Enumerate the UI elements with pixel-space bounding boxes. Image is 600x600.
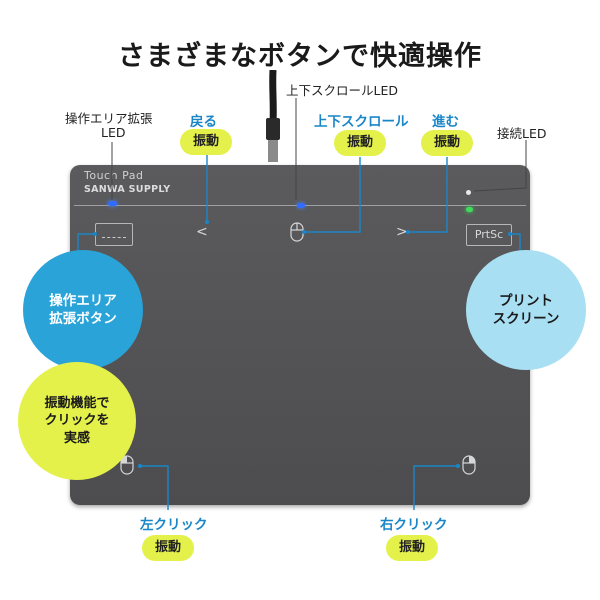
printscreen-circle-line1: プリント	[498, 292, 553, 309]
forward-vibration-badge: 振動	[421, 130, 473, 156]
area-led-label-2: LED	[101, 125, 126, 140]
scroll-led	[297, 203, 305, 208]
forward-icon[interactable]: >	[396, 224, 408, 240]
usb-cable	[266, 70, 280, 162]
right-click-label: 右クリック	[380, 517, 448, 533]
connect-led-white	[466, 190, 471, 195]
area-led-label-1: 操作エリア拡張	[65, 111, 153, 126]
connect-led-label: 接続LED	[497, 126, 547, 141]
vibration-circle-line2: クリックを	[44, 413, 110, 429]
area-led	[108, 201, 117, 206]
printscreen-circle-line2: スクリーン	[492, 311, 560, 327]
back-vibration-badge: 振動	[180, 129, 232, 155]
area-expand-circle-line1: 操作エリア	[49, 292, 117, 309]
back-label: 戻る	[190, 114, 217, 130]
right-click-vibration-badge: 振動	[386, 535, 438, 561]
brand-name: Touch Pad	[84, 169, 144, 182]
page-title: さまざまなボタンで快適操作	[118, 41, 482, 72]
area-expand-circle-line2: 拡張ボタン	[49, 311, 117, 327]
scroll-vibration-badge: 振動	[334, 130, 386, 156]
connect-led-green	[466, 207, 473, 212]
brand-logo: SANWA SUPPLY	[84, 184, 171, 195]
left-click-label: 左クリック	[140, 517, 208, 533]
back-icon[interactable]: <	[196, 224, 208, 240]
forward-label: 進む	[432, 114, 459, 130]
vibration-circle-line3: 実感	[63, 430, 90, 446]
scroll-label: 上下スクロール	[314, 114, 409, 130]
left-click-vibration-badge: 振動	[142, 535, 194, 561]
mouse-left-click-icon[interactable]	[120, 455, 134, 475]
dash-icon	[102, 237, 126, 238]
touchpad-device[interactable]	[70, 165, 530, 505]
vibration-circle: 振動機能で クリックを 実感	[18, 362, 136, 480]
prtsc-label: PrtSc	[474, 228, 504, 241]
mouse-right-click-icon[interactable]	[462, 455, 476, 475]
printscreen-circle: プリント スクリーン	[466, 250, 586, 370]
area-expand-circle: 操作エリア 拡張ボタン	[23, 250, 143, 370]
vibration-circle-line1: 振動機能で	[44, 395, 110, 411]
scroll-led-label: 上下スクロールLED	[286, 83, 398, 98]
